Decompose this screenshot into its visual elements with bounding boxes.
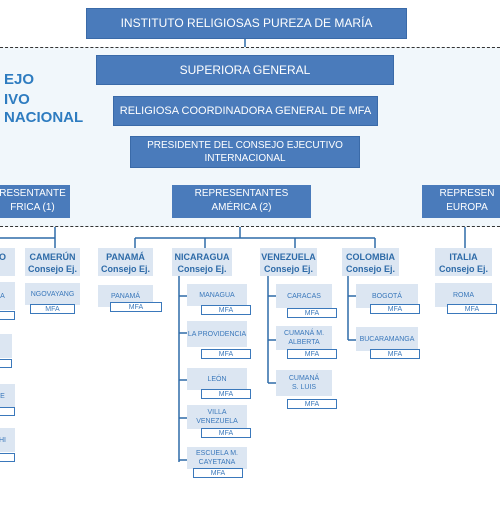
- rep-europa-line2: EUROPA: [446, 202, 488, 213]
- city-left-fragment-2: [0, 334, 12, 358]
- city-villa-venezuela: VILLA VENEZUELA: [187, 405, 247, 429]
- city-la-providencia: LA PROVIDENCIA: [187, 321, 247, 347]
- city-left-fragment-1: A: [0, 282, 15, 310]
- city-cumana-alberta: CUMANÁ M. ALBERTA: [276, 326, 332, 350]
- city-cumana-luis: CUMANÁ S. LUIS: [276, 370, 332, 396]
- mfa-roma: MFA: [447, 304, 497, 314]
- mfa-leon: MFA: [201, 389, 251, 399]
- country-nicaragua-sub: Consejo Ej.: [177, 264, 227, 274]
- city-panama: PANAMÁ: [98, 285, 153, 307]
- country-colombia-name: COLOMBIA: [346, 252, 395, 262]
- institute-title-box: INSTITUTO RELIGIOSAS PUREZA DE MARÍA: [86, 8, 407, 39]
- mfa-villa-venezuela: MFA: [201, 428, 251, 438]
- country-colombia: COLOMBIA Consejo Ej.: [342, 248, 399, 276]
- country-left-fragment: O: [0, 248, 15, 276]
- country-panama-sub: Consejo Ej.: [100, 264, 150, 274]
- country-italia-name: ITALIA: [449, 252, 478, 262]
- mfa-cumana-luis: MFA: [287, 399, 337, 409]
- rep-america-line2: AMÉRICA (2): [211, 202, 272, 213]
- mfa-la-providencia: MFA: [201, 349, 251, 359]
- mfa-left-fragment-3: [0, 407, 15, 416]
- city-roma: ROMA: [435, 283, 492, 307]
- rep-america-line1: REPRESENTANTES: [194, 188, 289, 199]
- rep-europa-line1: REPRESEN: [439, 188, 495, 199]
- city-left-fragment-3: E: [0, 384, 15, 408]
- mfa-left-fragment-2: [0, 359, 12, 368]
- rep-africa-box: RESENTANTE FRICA (1): [0, 185, 70, 218]
- city-managua: MANAGUA: [187, 284, 247, 306]
- country-panama-name: PANAMÁ: [106, 252, 145, 262]
- country-camerun: CAMERÚN Consejo Ej.: [25, 248, 80, 276]
- rep-africa-line1: RESENTANTE: [0, 188, 66, 199]
- country-nicaragua: NICARAGUA Consejo Ej.: [172, 248, 232, 276]
- coordinadora-box: RELIGIOSA COORDINADORA GENERAL DE MFA: [113, 96, 378, 126]
- country-panama: PANAMÁ Consejo Ej.: [98, 248, 153, 276]
- country-venezuela-sub: Consejo Ej.: [263, 264, 313, 274]
- mfa-managua: MFA: [201, 305, 251, 315]
- rep-america-box: REPRESENTANTES AMÉRICA (2): [172, 185, 311, 218]
- city-bucaramanga: BUCARAMANGA: [356, 327, 418, 351]
- country-italia: ITALIA Consejo Ej.: [435, 248, 492, 276]
- side-label-1: EJO: [4, 71, 35, 88]
- country-venezuela-name: VENEZUELA: [261, 252, 316, 262]
- country-italia-sub: Consejo Ej.: [438, 264, 488, 274]
- mfa-left-fragment-1: [0, 311, 15, 320]
- superiora-general-box: SUPERIORA GENERAL: [96, 55, 394, 85]
- mfa-bucaramanga: MFA: [370, 349, 420, 359]
- city-ngovayang: NGOVAYANG: [25, 283, 80, 305]
- mfa-escuela-cayetana: MFA: [193, 468, 243, 478]
- city-left-fragment-4: HI: [0, 428, 15, 452]
- side-label-3: NACIONAL: [4, 109, 84, 126]
- country-camerun-sub: Consejo Ej.: [27, 264, 77, 274]
- country-camerun-name: CAMERÚN: [29, 252, 76, 262]
- country-venezuela: VENEZUELA Consejo Ej.: [260, 248, 317, 276]
- side-label-2: IVO: [4, 91, 30, 108]
- city-leon: LEÓN: [187, 368, 247, 390]
- presidente-box: PRESIDENTE DEL CONSEJO EJECUTIVO INTERNA…: [130, 136, 360, 168]
- mfa-caracas: MFA: [287, 308, 337, 318]
- mfa-panama: MFA: [110, 302, 162, 312]
- city-caracas: CARACAS: [276, 284, 332, 308]
- mfa-ngovayang: MFA: [30, 304, 75, 314]
- country-nicaragua-name: NICARAGUA: [174, 252, 230, 262]
- country-colombia-sub: Consejo Ej.: [345, 264, 395, 274]
- rep-europa-box: REPRESEN EUROPA: [422, 185, 500, 218]
- city-escuela-cayetana: ESCUELA M. CAYETANA: [187, 447, 247, 469]
- mfa-bogota: MFA: [370, 304, 420, 314]
- mfa-cumana-alberta: MFA: [287, 349, 337, 359]
- rep-africa-line2: FRICA (1): [10, 202, 55, 213]
- mfa-left-fragment-4: [0, 453, 15, 462]
